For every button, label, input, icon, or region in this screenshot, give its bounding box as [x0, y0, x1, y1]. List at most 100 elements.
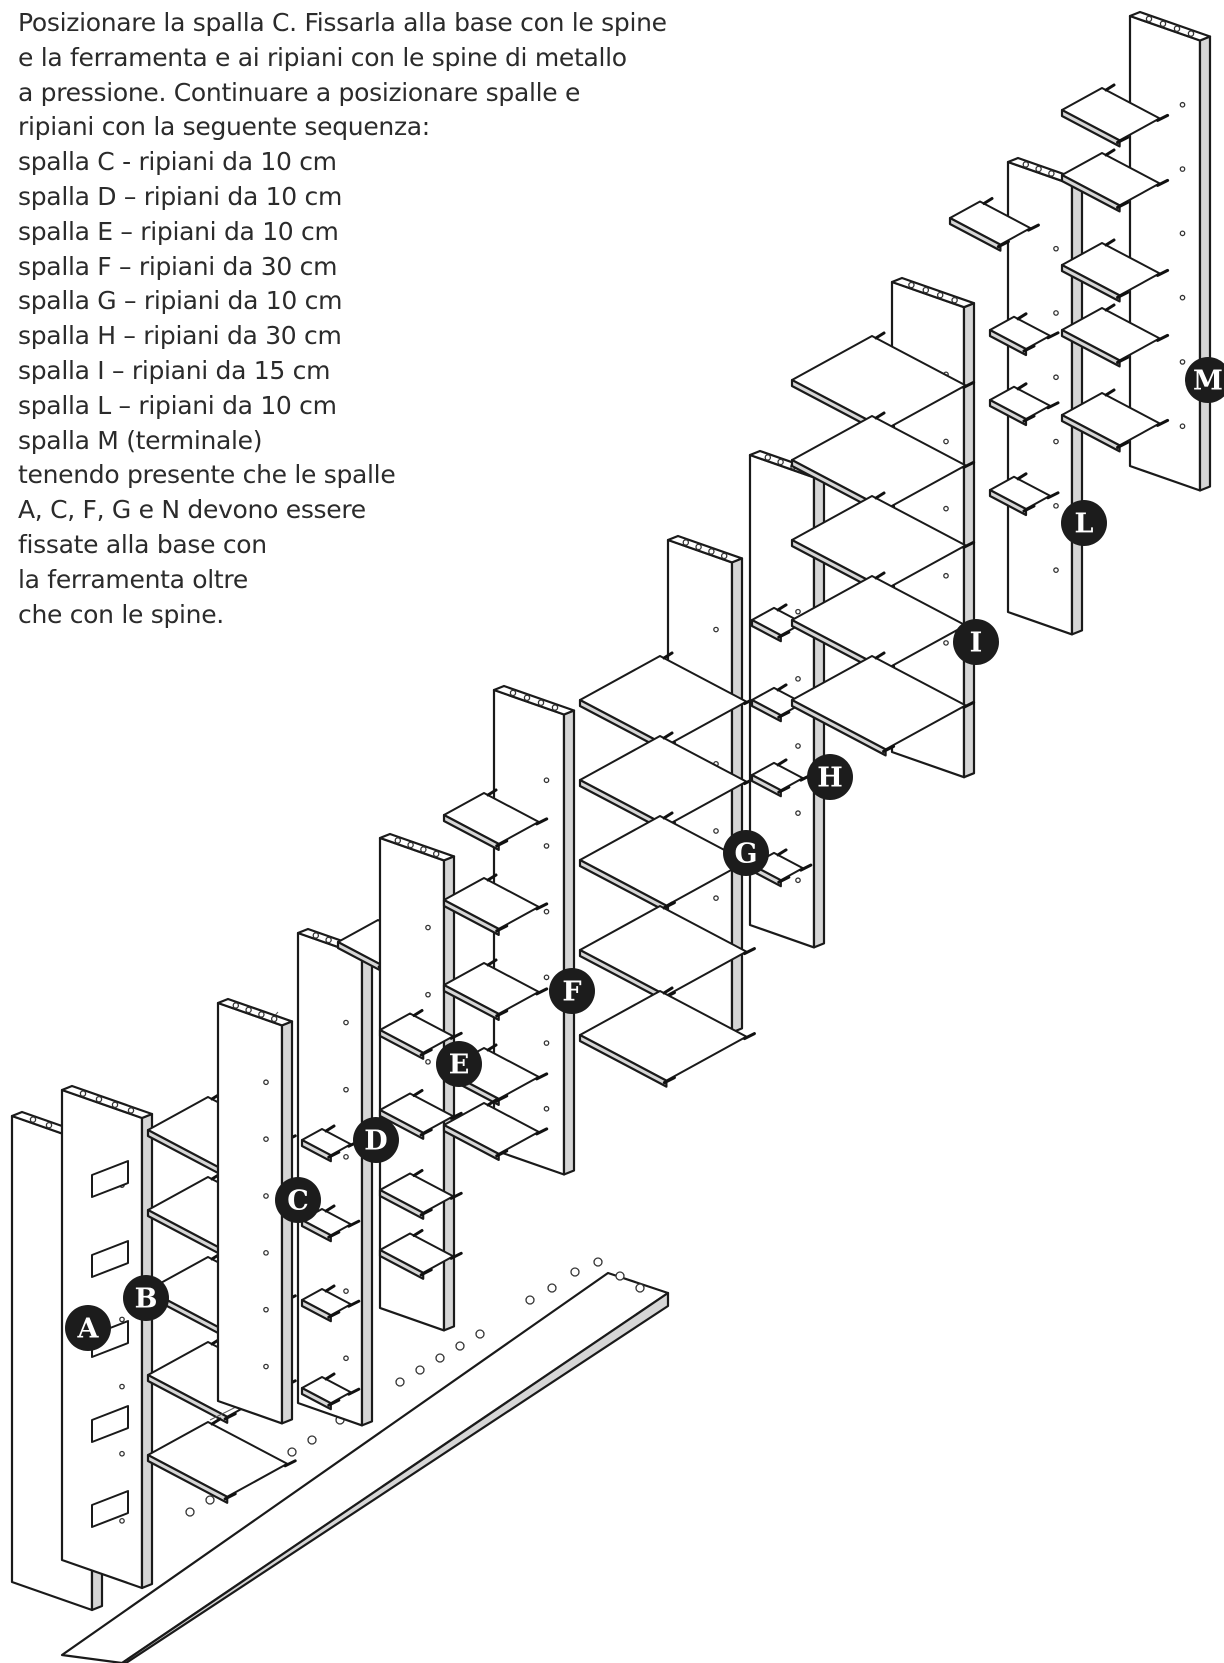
marker-label: D [364, 1126, 387, 1157]
metal-pin-icon [327, 1150, 341, 1159]
metal-pin-icon [449, 1031, 463, 1040]
metal-pin-icon [535, 902, 549, 911]
hole-icon [432, 850, 440, 858]
metal-pin-icon [449, 1251, 463, 1260]
hole-icon [111, 1101, 119, 1109]
marker-label: A [77, 1314, 100, 1345]
metal-pin-icon [1116, 440, 1130, 449]
hole-icon [263, 1363, 269, 1370]
hole-icon [951, 296, 958, 304]
shelf-hi [790, 651, 976, 757]
marker-label: C [287, 1186, 309, 1217]
metal-pin-icon [777, 630, 791, 639]
marker-label: E [449, 1050, 470, 1081]
metal-pin-icon [662, 651, 674, 660]
instruction-line: spalla D – ripiani da 10 cm [18, 181, 343, 211]
marker-label: I [970, 628, 983, 659]
hole-icon [795, 810, 801, 816]
hole-icon [1179, 230, 1186, 237]
hole-icon [232, 1002, 240, 1009]
panel-g-edge [730, 557, 744, 1034]
hole-icon [943, 505, 949, 512]
marker-badge [953, 619, 999, 665]
panel-f-edge [562, 709, 576, 1176]
hole-icon [1048, 170, 1055, 177]
metal-pin-icon [412, 1229, 424, 1237]
shelf-l-top [948, 197, 1040, 252]
marker-badge [549, 968, 595, 1014]
instruction-line: spalla I – ripiani da 15 cm [18, 355, 331, 385]
marker-badge [275, 1177, 321, 1223]
marker-c: C [275, 1177, 321, 1223]
shelf-ab-board [91, 1160, 129, 1198]
metal-pin-icon [327, 1398, 341, 1407]
metal-pin-icon [874, 651, 886, 660]
hole-icon [343, 1355, 349, 1362]
metal-pin-icon [223, 1412, 237, 1421]
hole-icon [263, 1136, 269, 1142]
metal-pin-icon [874, 331, 886, 340]
instruction-line: che con le spine. [18, 599, 224, 629]
metal-pin-icon [486, 958, 498, 967]
hole-icon [795, 675, 801, 682]
metal-pin-icon [962, 540, 976, 549]
hole-icon [127, 1107, 135, 1114]
marker-l: L [1061, 500, 1107, 546]
marker-label: M [1193, 366, 1223, 397]
hole-icon [509, 689, 517, 697]
metal-pin-icon [419, 1208, 433, 1217]
shelf-ab [91, 1160, 129, 1198]
hole-icon [713, 626, 719, 633]
marker-label: H [817, 763, 843, 794]
panel-f-face [492, 688, 566, 1176]
metal-pin-icon [777, 785, 791, 794]
metal-pin-icon [776, 603, 788, 612]
shelf-ab [91, 1490, 129, 1528]
hole-icon [943, 438, 949, 445]
hole-icon [425, 991, 431, 998]
hole-icon [312, 932, 320, 939]
hole-icon [420, 846, 427, 853]
instruction-line: fissate alla base con [18, 529, 267, 559]
metal-pin-icon [486, 1043, 498, 1052]
shelf-de-edge [378, 1028, 425, 1060]
shelf-ab [91, 1405, 129, 1443]
marker-label: F [562, 977, 581, 1008]
marker-m: M [1185, 357, 1224, 403]
hole-icon [343, 1086, 349, 1093]
shelf-de [378, 1169, 463, 1220]
shelf-ef [442, 788, 549, 851]
panel-c-edge [280, 1020, 294, 1425]
metal-pin-icon [347, 1219, 361, 1228]
metal-pin-icon [776, 758, 788, 767]
shelf-cd-edge [300, 1138, 332, 1163]
shelf-lm-edge [1060, 173, 1121, 213]
shelf-gh-edge [750, 773, 782, 798]
metal-pin-icon [1022, 414, 1036, 423]
shelf-cd [300, 1372, 361, 1411]
metal-pin-icon [1046, 491, 1060, 500]
instructions-text: Posizionare la spalla C. Fissarla alla b… [18, 6, 718, 632]
metal-pin-icon [283, 1459, 297, 1468]
metal-pin-icon [419, 1268, 433, 1277]
metal-pin-icon [1104, 83, 1116, 92]
hole-icon [1187, 30, 1195, 37]
hole-icon [1035, 165, 1042, 173]
instruction-line: spalla C - ripiani da 10 cm [18, 147, 337, 177]
hole-icon [795, 743, 801, 749]
hole-icon [95, 1095, 103, 1103]
hole-icon [79, 1090, 87, 1097]
metal-pin-icon [412, 1089, 424, 1097]
dowel-pin-icon [593, 1257, 603, 1267]
hole-icon [1022, 161, 1030, 168]
shelf-ab-board [91, 1405, 129, 1443]
metal-pin-icon [223, 1492, 237, 1501]
hole-icon [119, 1316, 125, 1323]
metal-pin-icon [495, 1094, 509, 1103]
shelf-gh-edge [750, 698, 782, 723]
metal-pin-icon [799, 863, 813, 872]
hole-icon [270, 1015, 278, 1023]
shelf-ef-edge [442, 983, 500, 1021]
metal-pin-icon [1046, 401, 1060, 410]
